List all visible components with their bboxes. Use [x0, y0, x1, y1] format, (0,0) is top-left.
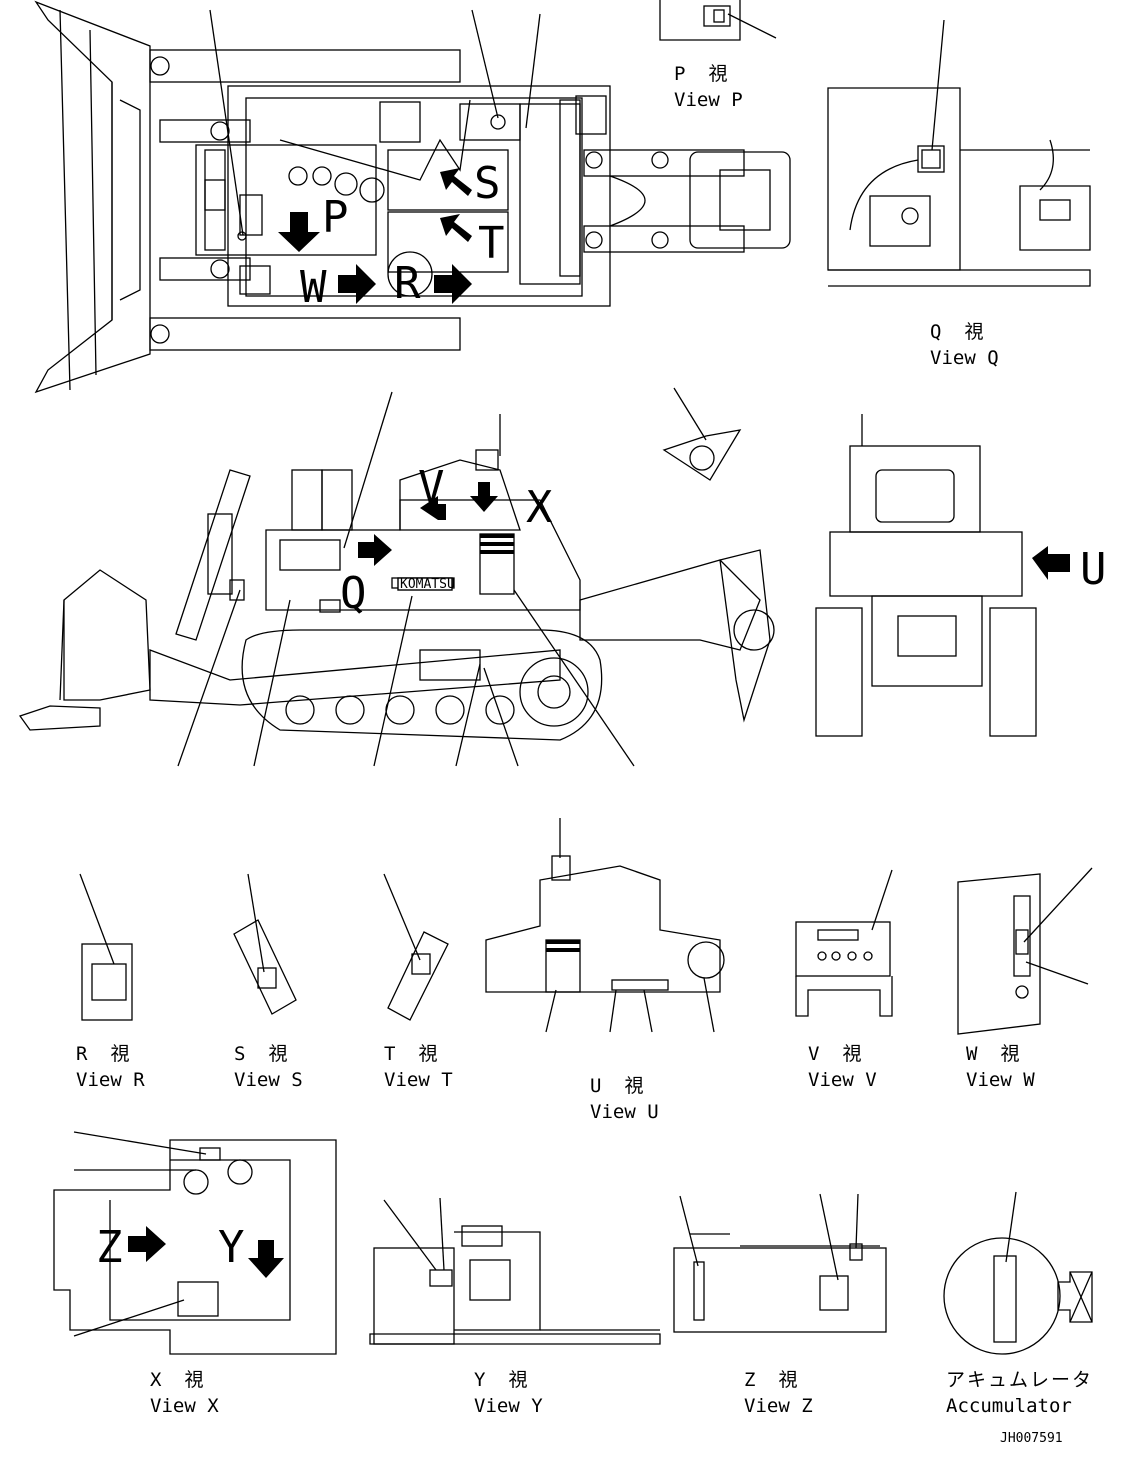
view-v-detail: V 視 View V — [795, 869, 893, 1091]
view-r-label-jp: R 視 — [76, 1043, 131, 1065]
view-v-label-en: View V — [808, 1069, 877, 1091]
view-y-detail: Y 視 View Y — [369, 1197, 661, 1417]
view-p-label-jp: P 視 — [674, 63, 729, 85]
view-z-detail: Z 視 View Z — [673, 1193, 887, 1417]
view-p-label-en: View P — [674, 89, 743, 111]
view-y-label-en: View Y — [474, 1395, 543, 1417]
callout-r-top: R — [394, 258, 421, 309]
view-p-detail: P 視 View P — [659, 0, 777, 111]
view-x-label-en: View X — [150, 1395, 219, 1417]
view-w-detail: W 視 View W — [957, 867, 1093, 1091]
accumulator-label-en: Accumulator — [946, 1395, 1072, 1417]
view-q-label-jp: Q 視 — [930, 321, 985, 343]
callout-x-side: X — [526, 482, 553, 533]
view-q-detail: Q 視 View Q — [827, 19, 1091, 369]
callout-z-panel: Z — [96, 1222, 123, 1273]
view-w-label-en: View W — [966, 1069, 1035, 1091]
view-x-detail: Z Y X 視 View X — [53, 1131, 337, 1417]
view-r-label-en: View R — [76, 1069, 145, 1091]
view-x-label-jp: X 視 — [150, 1369, 205, 1391]
top-view-plan: P S T W R — [34, 0, 791, 394]
view-z-label-jp: Z 視 — [744, 1369, 799, 1391]
view-y-label-jp: Y 視 — [474, 1369, 529, 1391]
view-w-label-jp: W 視 — [966, 1043, 1021, 1065]
view-v-label-jp: V 視 — [808, 1043, 863, 1065]
view-u-label-en: View U — [590, 1101, 659, 1123]
view-z-label-en: View Z — [744, 1395, 813, 1417]
view-q-label-en: View Q — [930, 347, 999, 369]
rear-view: U — [815, 414, 1107, 737]
view-s-label-en: View S — [234, 1069, 303, 1091]
view-t-detail: T 視 View T — [383, 873, 453, 1091]
view-t-label-jp: T 視 — [384, 1043, 439, 1065]
callout-w-top: W — [300, 262, 327, 313]
brand-plate-side: KOMATSU — [400, 577, 455, 592]
view-s-label-jp: S 視 — [234, 1043, 289, 1065]
callout-v-side: V — [418, 462, 445, 513]
accumulator-detail: アキュムレータ Accumulator — [943, 1191, 1093, 1417]
callout-u-rear: U — [1080, 544, 1107, 595]
side-view: V X Q KOMATSU — [18, 387, 775, 767]
callout-q-side: Q — [340, 568, 367, 619]
callout-p-top: P — [322, 192, 349, 243]
callout-y-panel: Y — [218, 1222, 245, 1273]
view-u-label-jp: U 視 — [590, 1075, 645, 1097]
drawing-code: JH007591 — [1000, 1431, 1063, 1446]
view-t-label-en: View T — [384, 1069, 453, 1091]
accumulator-label-jp: アキュムレータ — [946, 1369, 1093, 1391]
view-s-detail: S 視 View S — [233, 873, 303, 1091]
callout-s-top: S — [474, 158, 501, 209]
view-u-detail: U 視 View U — [485, 818, 725, 1123]
view-r-detail: R 視 View R — [76, 873, 145, 1091]
callout-t-top: T — [478, 218, 505, 269]
